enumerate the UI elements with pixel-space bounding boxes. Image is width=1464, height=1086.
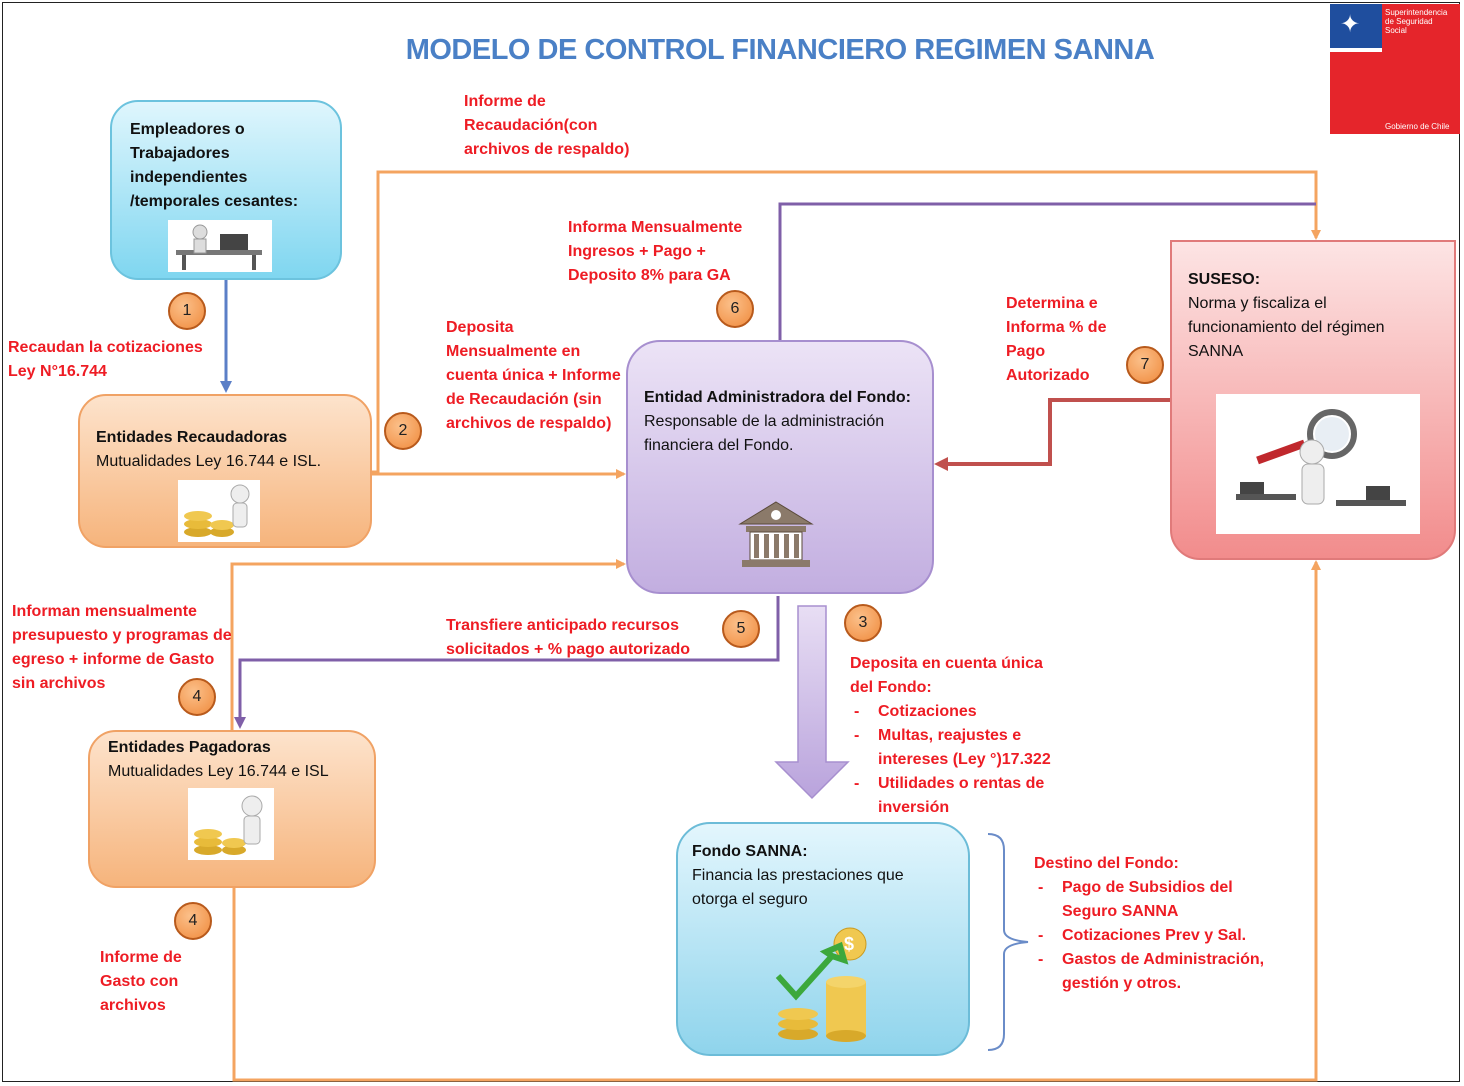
logo-text: Superintendencia de Seguridad Social bbox=[1385, 8, 1448, 35]
worker-at-desk-image bbox=[168, 220, 272, 272]
step-5-badge: 5 bbox=[722, 610, 760, 648]
arrow-administradora-pagadoras bbox=[234, 596, 780, 729]
label-informan-presupuesto: Informan mensualmente presupuesto y prog… bbox=[12, 603, 232, 692]
suseso-logo: ✦ Superintendencia de Seguridad Social G… bbox=[1330, 4, 1460, 134]
label-informe-gasto: Informe de Gasto con archivos bbox=[100, 949, 182, 1014]
recaudadoras-title: Entidades Recaudadoras bbox=[96, 429, 288, 446]
label-destino: Destino del Fondo: Pago de Subsidios del… bbox=[1034, 852, 1266, 996]
svg-text:$: $ bbox=[844, 934, 854, 954]
arrow-administradora-suseso bbox=[778, 202, 1316, 340]
step-2-badge: 2 bbox=[384, 412, 422, 450]
step-7-badge: 7 bbox=[1126, 346, 1164, 384]
empleadores-title: Empleadores o Trabajadores independiente… bbox=[130, 121, 299, 210]
administradora-body: Responsable de la administración financi… bbox=[644, 413, 885, 454]
deposita-unica-item: Multas, reajustes e intereses (Ley °)17.… bbox=[850, 724, 1070, 772]
step-3-badge: 3 bbox=[844, 604, 882, 642]
deposita-unica-item: Utilidades o rentas de inversión bbox=[850, 772, 1070, 820]
pagadoras-body: Mutualidades Ley 16.744 e ISL bbox=[108, 763, 329, 780]
arrow-recaudadoras-suseso bbox=[372, 170, 1321, 474]
deposita-unica-list: Cotizaciones Multas, reajustes e interes… bbox=[850, 700, 1070, 820]
label-determina: Determina e Informa % de Pago Autorizado bbox=[1006, 295, 1107, 384]
label-informa-mensualmente: Informa Mensualmente Ingresos + Pago + D… bbox=[568, 219, 743, 284]
label-transfiere: Transfiere anticipado recursos solicitad… bbox=[446, 617, 691, 658]
suseso-body: Norma y fiscaliza el funcionamiento del … bbox=[1188, 295, 1385, 360]
node-suseso: SUSESO: Norma y fiscaliza el funcionamie… bbox=[1170, 240, 1456, 560]
chile-crest-icon: ✦ bbox=[1340, 11, 1361, 38]
suseso-title: SUSESO: bbox=[1188, 271, 1261, 288]
destino-item: Gastos de Administración, gestión y otro… bbox=[1034, 948, 1266, 996]
destino-item: Pago de Subsidios del Seguro SANNA bbox=[1034, 876, 1266, 924]
node-recaudadoras: Entidades Recaudadoras Mutualidades Ley … bbox=[78, 394, 372, 548]
node-fondo: Fondo SANNA: Financia las prestaciones q… bbox=[676, 822, 970, 1056]
administradora-title: Entidad Administradora del Fondo: bbox=[644, 389, 911, 406]
fondo-title: Fondo SANNA: bbox=[692, 843, 808, 860]
step-6-badge: 6 bbox=[716, 290, 754, 328]
destino-title: Destino del Fondo: bbox=[1034, 855, 1179, 872]
magnifier-over-office-image bbox=[1216, 394, 1420, 534]
node-pagadoras: Entidades Pagadoras Mutualidades Ley 16.… bbox=[88, 730, 376, 888]
label-informe-recaudacion: Informe de Recaudación(con archivos de r… bbox=[464, 93, 630, 158]
coins-growth-chart-icon: $ bbox=[770, 916, 880, 1054]
pagadoras-title: Entidades Pagadoras bbox=[108, 739, 271, 756]
person-with-coins-image bbox=[178, 480, 260, 542]
destino-item: Cotizaciones Prev y Sal. bbox=[1034, 924, 1266, 948]
arrow-suseso-administradora bbox=[934, 398, 1170, 471]
logo-gov-text: Gobierno de Chile bbox=[1385, 122, 1450, 131]
deposita-unica-title: Deposita en cuenta única del Fondo: bbox=[850, 655, 1043, 696]
step-4-badge: 4 bbox=[178, 678, 216, 716]
label-deposita-unica: Deposita en cuenta única del Fondo: Coti… bbox=[850, 652, 1070, 820]
big-arrow-administradora-fondo bbox=[774, 605, 850, 800]
arrow-pagadoras-suseso bbox=[232, 560, 1321, 1082]
logo-white-stripe bbox=[1330, 48, 1382, 52]
destino-list: Pago de Subsidios del Seguro SANNA Cotiz… bbox=[1034, 876, 1266, 996]
bracket-fondo-destino bbox=[987, 833, 1029, 1051]
deposita-unica-item: Cotizaciones bbox=[850, 700, 1070, 724]
node-empleadores: Empleadores o Trabajadores independiente… bbox=[110, 100, 342, 280]
fondo-body: Financia las prestaciones que otorga el … bbox=[692, 867, 904, 908]
label-recaudan: Recaudan la cotizaciones Ley N°16.744 bbox=[8, 339, 203, 380]
person-with-coins-image bbox=[188, 788, 274, 860]
node-administradora: Entidad Administradora del Fondo: Respon… bbox=[626, 340, 934, 594]
diagram-title: MODELO DE CONTROL FINANCIERO REGIMEN SAN… bbox=[405, 34, 1155, 66]
step-4-badge: 4 bbox=[174, 902, 212, 940]
logo-red-field bbox=[1382, 4, 1460, 134]
step-1-badge: 1 bbox=[168, 292, 206, 330]
recaudadoras-body: Mutualidades Ley 16.744 e ISL. bbox=[96, 453, 322, 470]
logo-blue-field bbox=[1330, 4, 1382, 48]
bank-icon bbox=[736, 498, 816, 578]
label-deposita-mensualmente: Deposita Mensualmente en cuenta única + … bbox=[446, 319, 621, 432]
arrow-pagadoras-administradora bbox=[230, 559, 626, 730]
logo-red-field-lower bbox=[1330, 48, 1382, 134]
